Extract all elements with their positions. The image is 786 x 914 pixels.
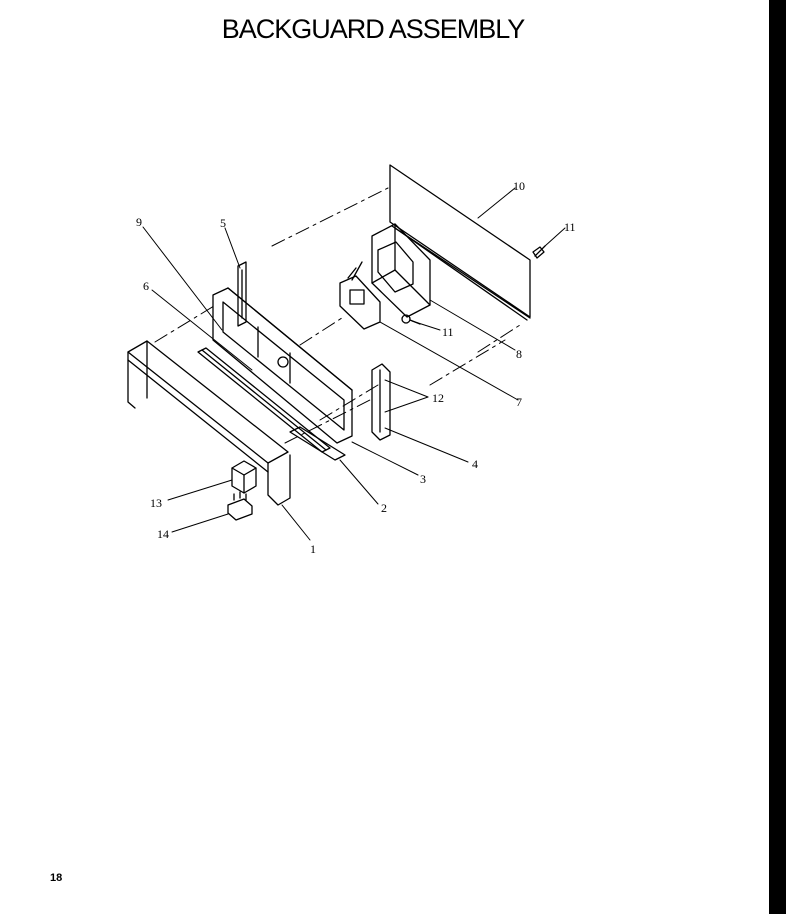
part-label-3: 3	[420, 472, 426, 486]
part-label-9: 9	[136, 215, 142, 229]
part-label-2: 2	[381, 501, 387, 515]
leader-lines	[142, 187, 566, 541]
part-label-7: 7	[516, 395, 522, 409]
part-label-11-center: 11	[442, 325, 454, 339]
part-9-control-panel	[212, 287, 353, 444]
part-5-left-bracket	[237, 261, 247, 327]
part-1-front-channel	[127, 340, 291, 506]
part-number-labels: 1 2 3 4 5 6 7 8 9 10 11 11 12 13 14	[136, 179, 576, 556]
page-edge-bar	[769, 0, 786, 914]
part-8-control-bracket	[371, 223, 431, 318]
page-number: 18	[50, 872, 63, 884]
part-label-1: 1	[310, 542, 316, 556]
part-label-5: 5	[220, 216, 226, 230]
part-label-13: 13	[150, 496, 162, 510]
part-2-lower-rail	[289, 426, 346, 461]
part-label-4: 4	[472, 457, 478, 471]
part-label-10: 10	[513, 179, 525, 193]
part-13-terminal-block	[231, 460, 257, 494]
part-10-rear-panel	[389, 164, 531, 321]
part-label-11-right: 11	[564, 220, 576, 234]
part-6-trim-strip	[197, 347, 331, 453]
part-label-6: 6	[143, 279, 149, 293]
part-label-8: 8	[516, 347, 522, 361]
part-11-screw	[532, 245, 546, 259]
part-14-connector	[227, 491, 253, 521]
part-label-12: 12	[432, 391, 444, 405]
part-label-14: 14	[157, 527, 169, 541]
assembly-guide-lines	[154, 164, 521, 444]
page-title: BACKGUARD ASSEMBLY	[221, 14, 526, 44]
part-7-switch-plate	[339, 261, 381, 330]
part-4-right-bracket	[371, 363, 391, 441]
